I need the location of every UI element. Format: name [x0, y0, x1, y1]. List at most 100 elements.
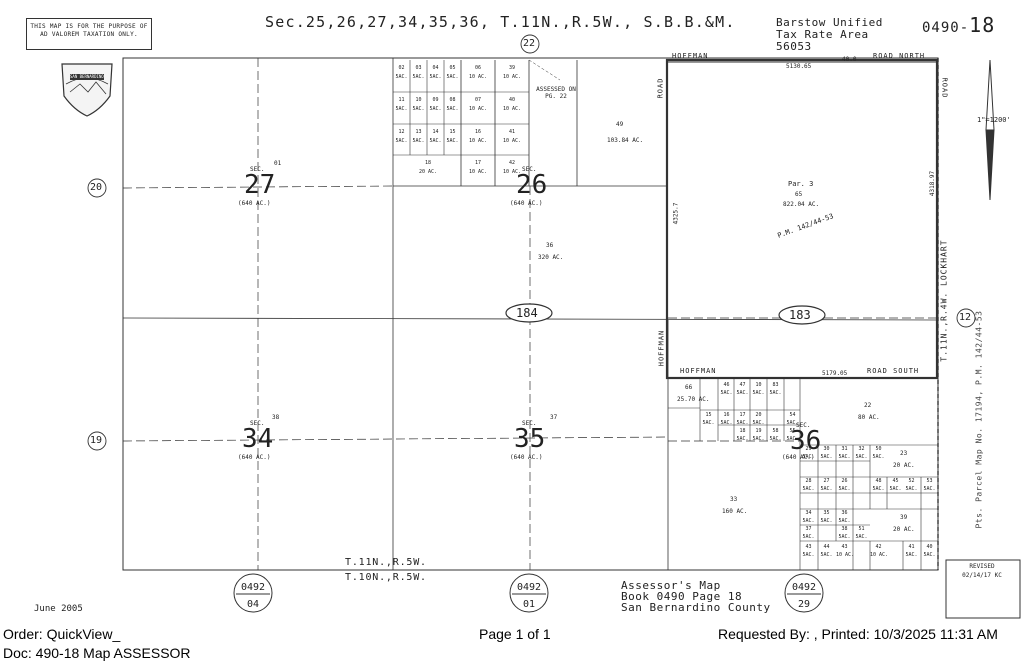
ne-parcel-acres: 10 AC. — [468, 106, 488, 112]
se-parcel-num: 46 — [723, 382, 730, 388]
road-south-right: ROAD SOUTH — [867, 367, 920, 375]
se-parcel-acres: 5AC. — [905, 552, 918, 558]
ne-parcel-acres: 5AC. — [412, 106, 425, 112]
parcel-39b-acres: 20 AC. — [893, 526, 915, 533]
se-parcel-num: 20 — [755, 412, 762, 418]
dim-west: 4325.7 — [672, 202, 680, 225]
ne-parcel-num: 16 — [474, 129, 482, 135]
se-parcel: 34 5AC. — [800, 509, 817, 525]
se-parcel-acres: 5AC. — [802, 486, 815, 492]
se-parcel-acres: 5AC. — [872, 486, 885, 492]
ne-parcel-num: 15 — [449, 129, 456, 135]
se-parcel-num: 43 — [805, 544, 812, 550]
footer-order: Order: QuickView_ — [3, 626, 121, 642]
map-title: Sec.25,26,27,34,35,36, T.11N.,R.5W., S.B… — [265, 13, 736, 31]
se-parcel-num: 26 — [841, 478, 848, 484]
se-parcel-num: 30 — [823, 446, 830, 452]
se-parcel: 48 5AC. — [870, 477, 887, 493]
se-parcel-acres: 5AC. — [802, 552, 815, 558]
se-parcel-acres: 5AC. — [872, 454, 885, 460]
se-parcel: 20 5AC. — [750, 411, 767, 427]
parcel-49-num: 49 — [616, 121, 624, 128]
se-parcel-num: 18 — [739, 428, 746, 434]
assessor-line-1: Assessor's Map — [621, 579, 721, 592]
section-36-sec: SEC. — [796, 422, 811, 429]
se-parcel-num: 44 — [823, 544, 830, 550]
road-north-left: HOFFMAN — [672, 52, 709, 60]
section-26-sec: SEC. — [522, 166, 537, 173]
ne-parcel-acres: 10 AC. — [468, 169, 488, 175]
bottom-book-3-top: 0492 — [791, 582, 817, 593]
ne-parcel-acres: 10 AC. — [468, 74, 488, 80]
section-27-num: 27 — [244, 170, 276, 200]
township-top: T.11N.,R.5W. — [345, 557, 427, 568]
disclaimer-box: THIS MAP IS FOR THE PURPOSE OF AD VALORE… — [26, 18, 152, 50]
section-34-sec: SEC. — [250, 420, 265, 427]
book-page-184: 184 — [516, 306, 538, 320]
ne-parcel-num: 07 — [474, 97, 482, 103]
se-parcel-acres: 5AC. — [923, 552, 936, 558]
parcel-66-acres: 25.70 AC. — [677, 396, 710, 403]
parcel-39b-num: 39 — [900, 514, 908, 521]
se-parcel-acres: 5AC. — [802, 454, 815, 460]
se-parcel-num: 38 — [841, 526, 848, 532]
se-parcel-acres: 5AC. — [736, 420, 749, 426]
se-parcel-acres: 5AC. — [769, 390, 782, 396]
ne-parcel-num: 18 — [424, 160, 432, 166]
ne-parcel-acres: 5AC. — [429, 106, 442, 112]
parcel-66-num: 66 — [685, 384, 693, 391]
section-27-sec: SEC. — [250, 166, 265, 173]
parcel-23-num: 23 — [900, 450, 908, 457]
road-north-right: ROAD NORTH — [873, 52, 926, 60]
ne-parcel: 15 5AC. — [444, 128, 461, 146]
se-parcel-acres: 5AC. — [802, 518, 815, 524]
lockhart-label: T.11N.,R.4W. LOCKHART — [939, 239, 949, 362]
ne-parcel-acres: 5AC. — [446, 138, 459, 144]
se-parcel-num: 15 — [705, 412, 712, 418]
se-parcel-acres: 5AC. — [752, 420, 765, 426]
se-parcel-num: 34 — [805, 510, 812, 516]
section-34-acres: (640 AC.) — [238, 454, 271, 461]
ne-parcel-num: 10 — [415, 97, 422, 103]
map-date: June 2005 — [34, 604, 83, 614]
road-east: ROAD — [940, 77, 949, 99]
road-south-left: HOFFMAN — [680, 367, 717, 375]
parcel-22-acres: 80 AC. — [858, 414, 880, 421]
ne-parcel-acres: 5AC. — [395, 138, 408, 144]
se-parcel-num: 48 — [875, 478, 882, 484]
ne-parcel-acres: 5AC. — [412, 74, 425, 80]
se-parcel-acres: 5AC. — [889, 486, 902, 492]
ne-parcel: 10 5AC. — [410, 96, 427, 114]
bottom-book-1-top: 0492 — [240, 582, 266, 593]
parcel-33-acres: 160 AC. — [722, 508, 748, 515]
se-parcel-num: 10 — [755, 382, 762, 388]
bottom-book-1: 0492 04 — [237, 579, 269, 613]
dim-south: 5179.05 — [822, 370, 848, 377]
ne-parcel-acres: 5AC. — [429, 74, 442, 80]
footer-requested: Requested By: , Printed: 10/3/2025 11:31… — [718, 626, 998, 642]
